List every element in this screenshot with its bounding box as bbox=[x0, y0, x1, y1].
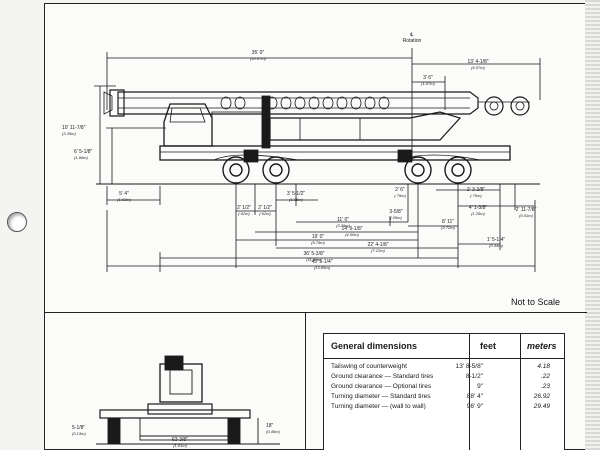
section-divider-horizontal bbox=[44, 312, 587, 313]
centerline-symbol: ℄ bbox=[410, 32, 414, 38]
dim-span-3-5: 3-5/8"(.09m) bbox=[389, 209, 403, 221]
dim-rear-a: 2' 6"(.76m) bbox=[394, 187, 406, 199]
dim-span-36: 36' 5-3/8"(11.11m) bbox=[303, 251, 325, 263]
dim-axle-a: 3' 5-1/2"(1.05m) bbox=[286, 191, 306, 203]
dim-span-11: 11' 0"(3.35m) bbox=[336, 217, 350, 229]
dim-span-45: 45' 5-1/4"(13.85m) bbox=[311, 259, 333, 271]
dim-rotation-offset: 3' 6"(1.07m) bbox=[421, 75, 435, 87]
column-header-meters: meters bbox=[527, 341, 557, 351]
dim-front-overhang: 5' 4"(1.63m) bbox=[117, 191, 131, 203]
rotation-centerline-label: ℄Rotation bbox=[402, 32, 422, 44]
dim-span-8-11: 8' 11"(2.72m) bbox=[441, 219, 455, 231]
section-divider-vertical bbox=[305, 312, 306, 450]
dim-rear-low: 1' 5-1/4"(0.44m) bbox=[486, 237, 506, 249]
dim-height-overall: 10' 11-7/8"(3.35m) bbox=[62, 125, 86, 137]
page-stack-edge bbox=[585, 0, 600, 450]
dim-lower-right: 18"(0.46m) bbox=[266, 423, 280, 435]
dim-top-overall: 35' 0"(10.67m) bbox=[249, 50, 267, 62]
boom-lightening-holes bbox=[220, 96, 390, 110]
dim-rear-c: 4' 1-3/8"(1.25m) bbox=[468, 205, 488, 217]
general-dimensions-table: General dimensions feet meters Tailswing… bbox=[323, 333, 565, 450]
table-column-divider bbox=[520, 334, 521, 450]
dim-rear-d: 2' 11-7/8"(0.91m) bbox=[515, 207, 537, 219]
dim-lower-left: 5-1/8"(0.13m) bbox=[72, 425, 86, 437]
table-column-divider bbox=[469, 334, 470, 450]
dim-span-22: 22' 4-1/8"(7.12m) bbox=[367, 242, 389, 254]
dim-axle-c: 2' 1/2"(.62m) bbox=[258, 205, 272, 217]
crane-front-view bbox=[96, 355, 280, 445]
dim-span-19: 19' 0"(5.79m) bbox=[311, 234, 325, 246]
dim-lower-center: 63-3/8"(1.61m) bbox=[172, 437, 188, 449]
dim-rear-b: 2' 3-3/8"(.70m) bbox=[466, 187, 486, 199]
dim-axle-b: 2' 1/2"(.62m) bbox=[237, 205, 251, 217]
column-header-feet: feet bbox=[480, 341, 497, 351]
binder-hole bbox=[7, 212, 27, 232]
table-title: General dimensions bbox=[331, 341, 418, 351]
dim-span-14: 14' 9-1/8"(4.50m) bbox=[341, 226, 363, 238]
dim-height-deck: 6' 5-1/8"(1.96m) bbox=[74, 149, 93, 161]
table-row: Turning diameter — (wall to wall)96' 9"2… bbox=[331, 403, 550, 410]
not-to-scale-note: Not to Scale bbox=[511, 297, 561, 307]
dim-top-right: 13' 4-1/8"(4.07m) bbox=[467, 59, 489, 71]
table-header: General dimensions feet meters bbox=[324, 334, 564, 359]
